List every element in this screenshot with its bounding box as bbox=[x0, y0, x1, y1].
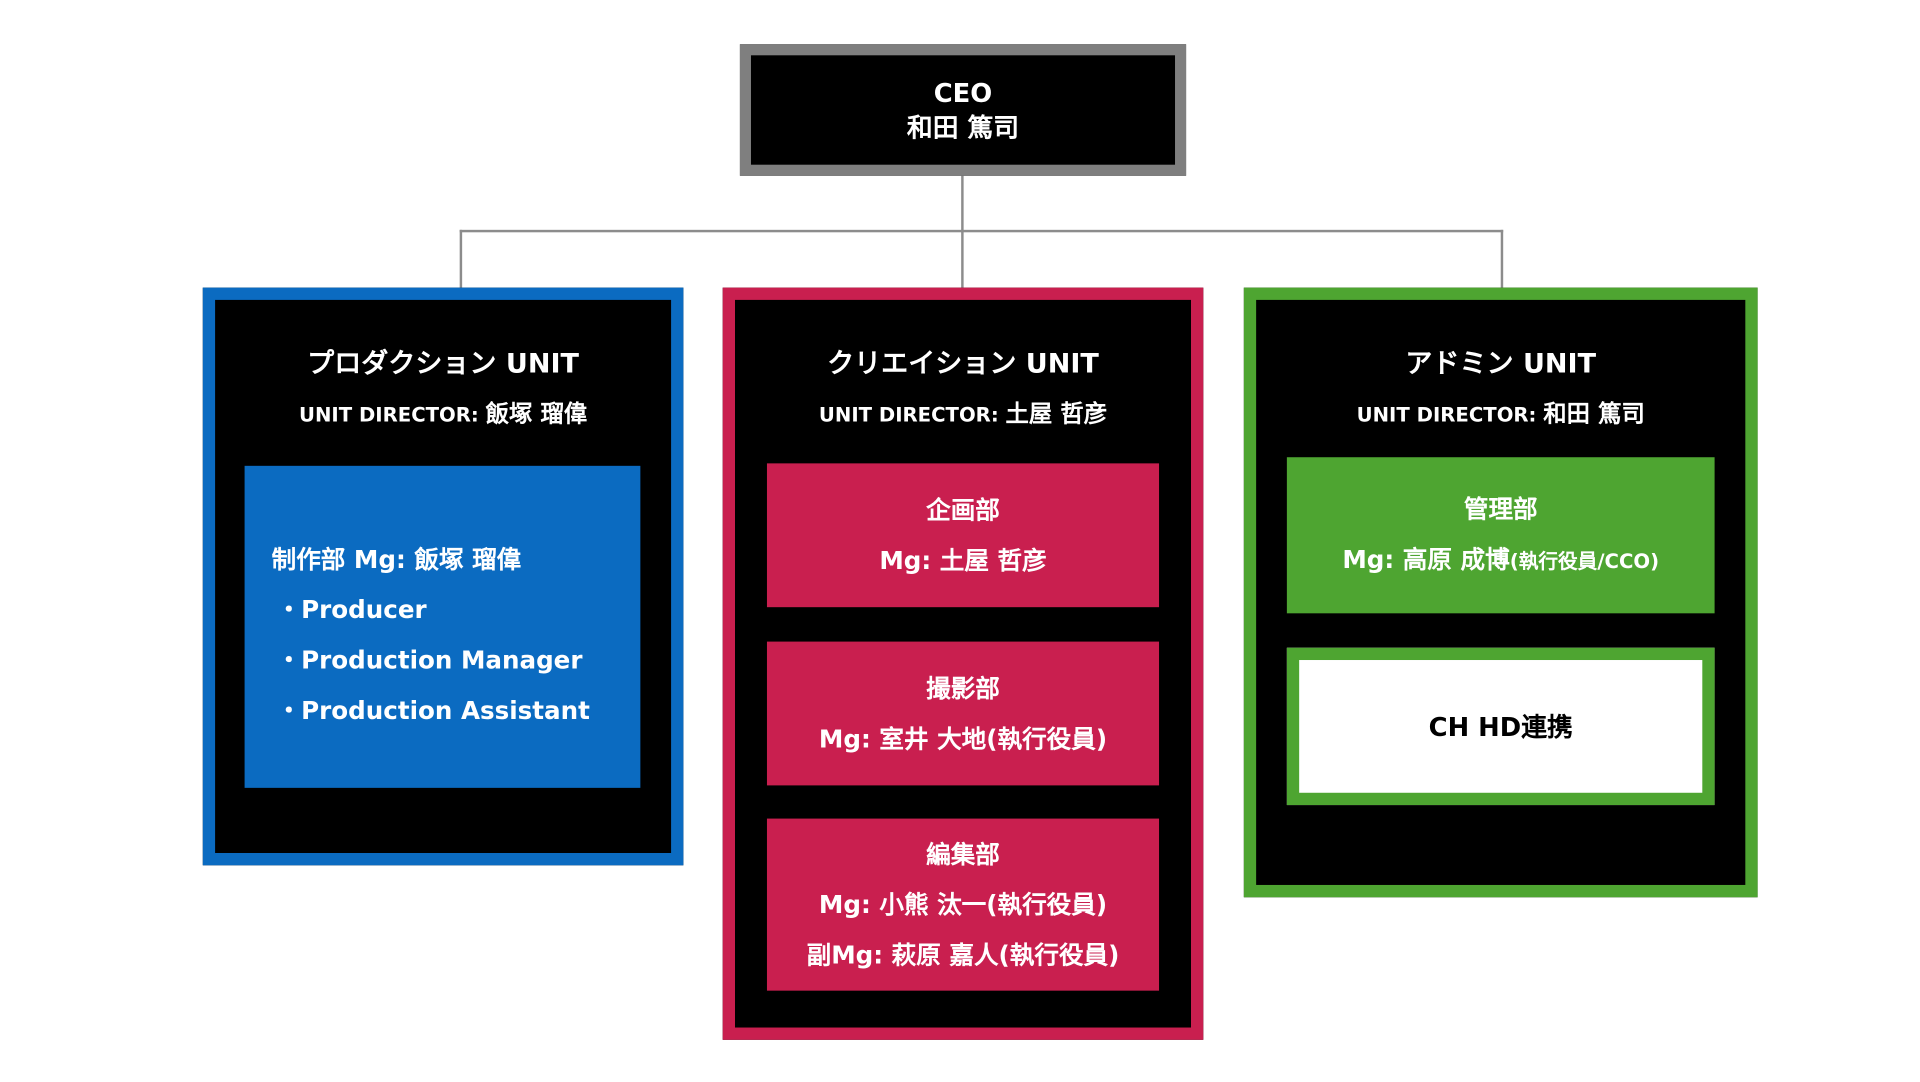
dept-satsuei: 撮影部 Mg: 室井 大地(執行役員) bbox=[766, 641, 1160, 786]
dept-name: 管理部 bbox=[1463, 494, 1538, 524]
dept-name: 制作部 Mg: 飯塚 瑠偉 bbox=[271, 544, 522, 574]
unit-director-label: UNIT DIRECTOR: bbox=[298, 403, 479, 427]
dept-manager: Mg: 土屋 哲彦 bbox=[879, 545, 1047, 575]
dept-kanri: 管理部 Mg: 高原 成博(執行役員/CCO) bbox=[1286, 457, 1715, 614]
dept-manager: Mg: 室井 大地(執行役員) bbox=[818, 723, 1108, 753]
connector-to-creation bbox=[961, 229, 964, 289]
dept-name: 企画部 bbox=[926, 494, 1000, 525]
unit-director: UNIT DIRECTOR: 和田 篤司 bbox=[1256, 396, 1745, 429]
unit-director: UNIT DIRECTOR: 土屋 哲彦 bbox=[735, 396, 1191, 429]
connector-horizontal bbox=[459, 229, 1504, 233]
dept-deputy-manager: 副Mg: 萩原 嘉人(執行役員) bbox=[806, 939, 1120, 970]
dept-seisaku: 制作部 Mg: 飯塚 瑠偉 ・Producer ・Production Mana… bbox=[244, 465, 641, 788]
dept-manager-name: Mg: 高原 成博 bbox=[1342, 544, 1510, 574]
unit-director-name: 土屋 哲彦 bbox=[1005, 400, 1108, 428]
unit-director-name: 飯塚 瑠偉 bbox=[485, 400, 588, 428]
unit-director-label: UNIT DIRECTOR: bbox=[818, 403, 999, 427]
ch-hd-link-label: CH HD連携 bbox=[1428, 712, 1573, 743]
unit-director: UNIT DIRECTOR: 飯塚 瑠偉 bbox=[215, 396, 671, 429]
connector-to-admin bbox=[1500, 229, 1504, 289]
unit-title: クリエイション UNIT bbox=[827, 349, 1099, 380]
dept-name: 編集部 bbox=[926, 838, 1000, 869]
dept-manager-note: (執行役員/CCO) bbox=[1509, 549, 1660, 573]
unit-director-label: UNIT DIRECTOR: bbox=[1356, 403, 1537, 427]
role-item: ・Production Assistant bbox=[276, 695, 590, 726]
unit-director-name: 和田 篤司 bbox=[1543, 400, 1645, 428]
dept-name: 撮影部 bbox=[926, 672, 1000, 703]
ch-hd-link-box: CH HD連携 bbox=[1286, 647, 1715, 806]
role-item: ・Production Manager bbox=[276, 645, 583, 675]
ceo-box: CEO 和田 篤司 bbox=[739, 44, 1187, 176]
dept-manager: Mg: 小熊 汰一(執行役員) bbox=[818, 889, 1108, 919]
dept-manager: Mg: 高原 成博(執行役員/CCO) bbox=[1342, 535, 1659, 587]
dept-kikaku: 企画部 Mg: 土屋 哲彦 bbox=[766, 463, 1160, 608]
ceo-name: 和田 篤司 bbox=[906, 112, 1020, 142]
connector-ceo-down bbox=[961, 175, 964, 233]
unit-title: アドミン UNIT bbox=[1405, 349, 1597, 380]
ceo-title: CEO bbox=[933, 78, 993, 108]
dept-henshu: 編集部 Mg: 小熊 汰一(執行役員) 副Mg: 萩原 嘉人(執行役員) bbox=[766, 818, 1160, 991]
unit-title: プロダクション UNIT bbox=[307, 349, 579, 380]
connector-to-production bbox=[459, 229, 463, 289]
role-item: ・Producer bbox=[276, 594, 427, 625]
